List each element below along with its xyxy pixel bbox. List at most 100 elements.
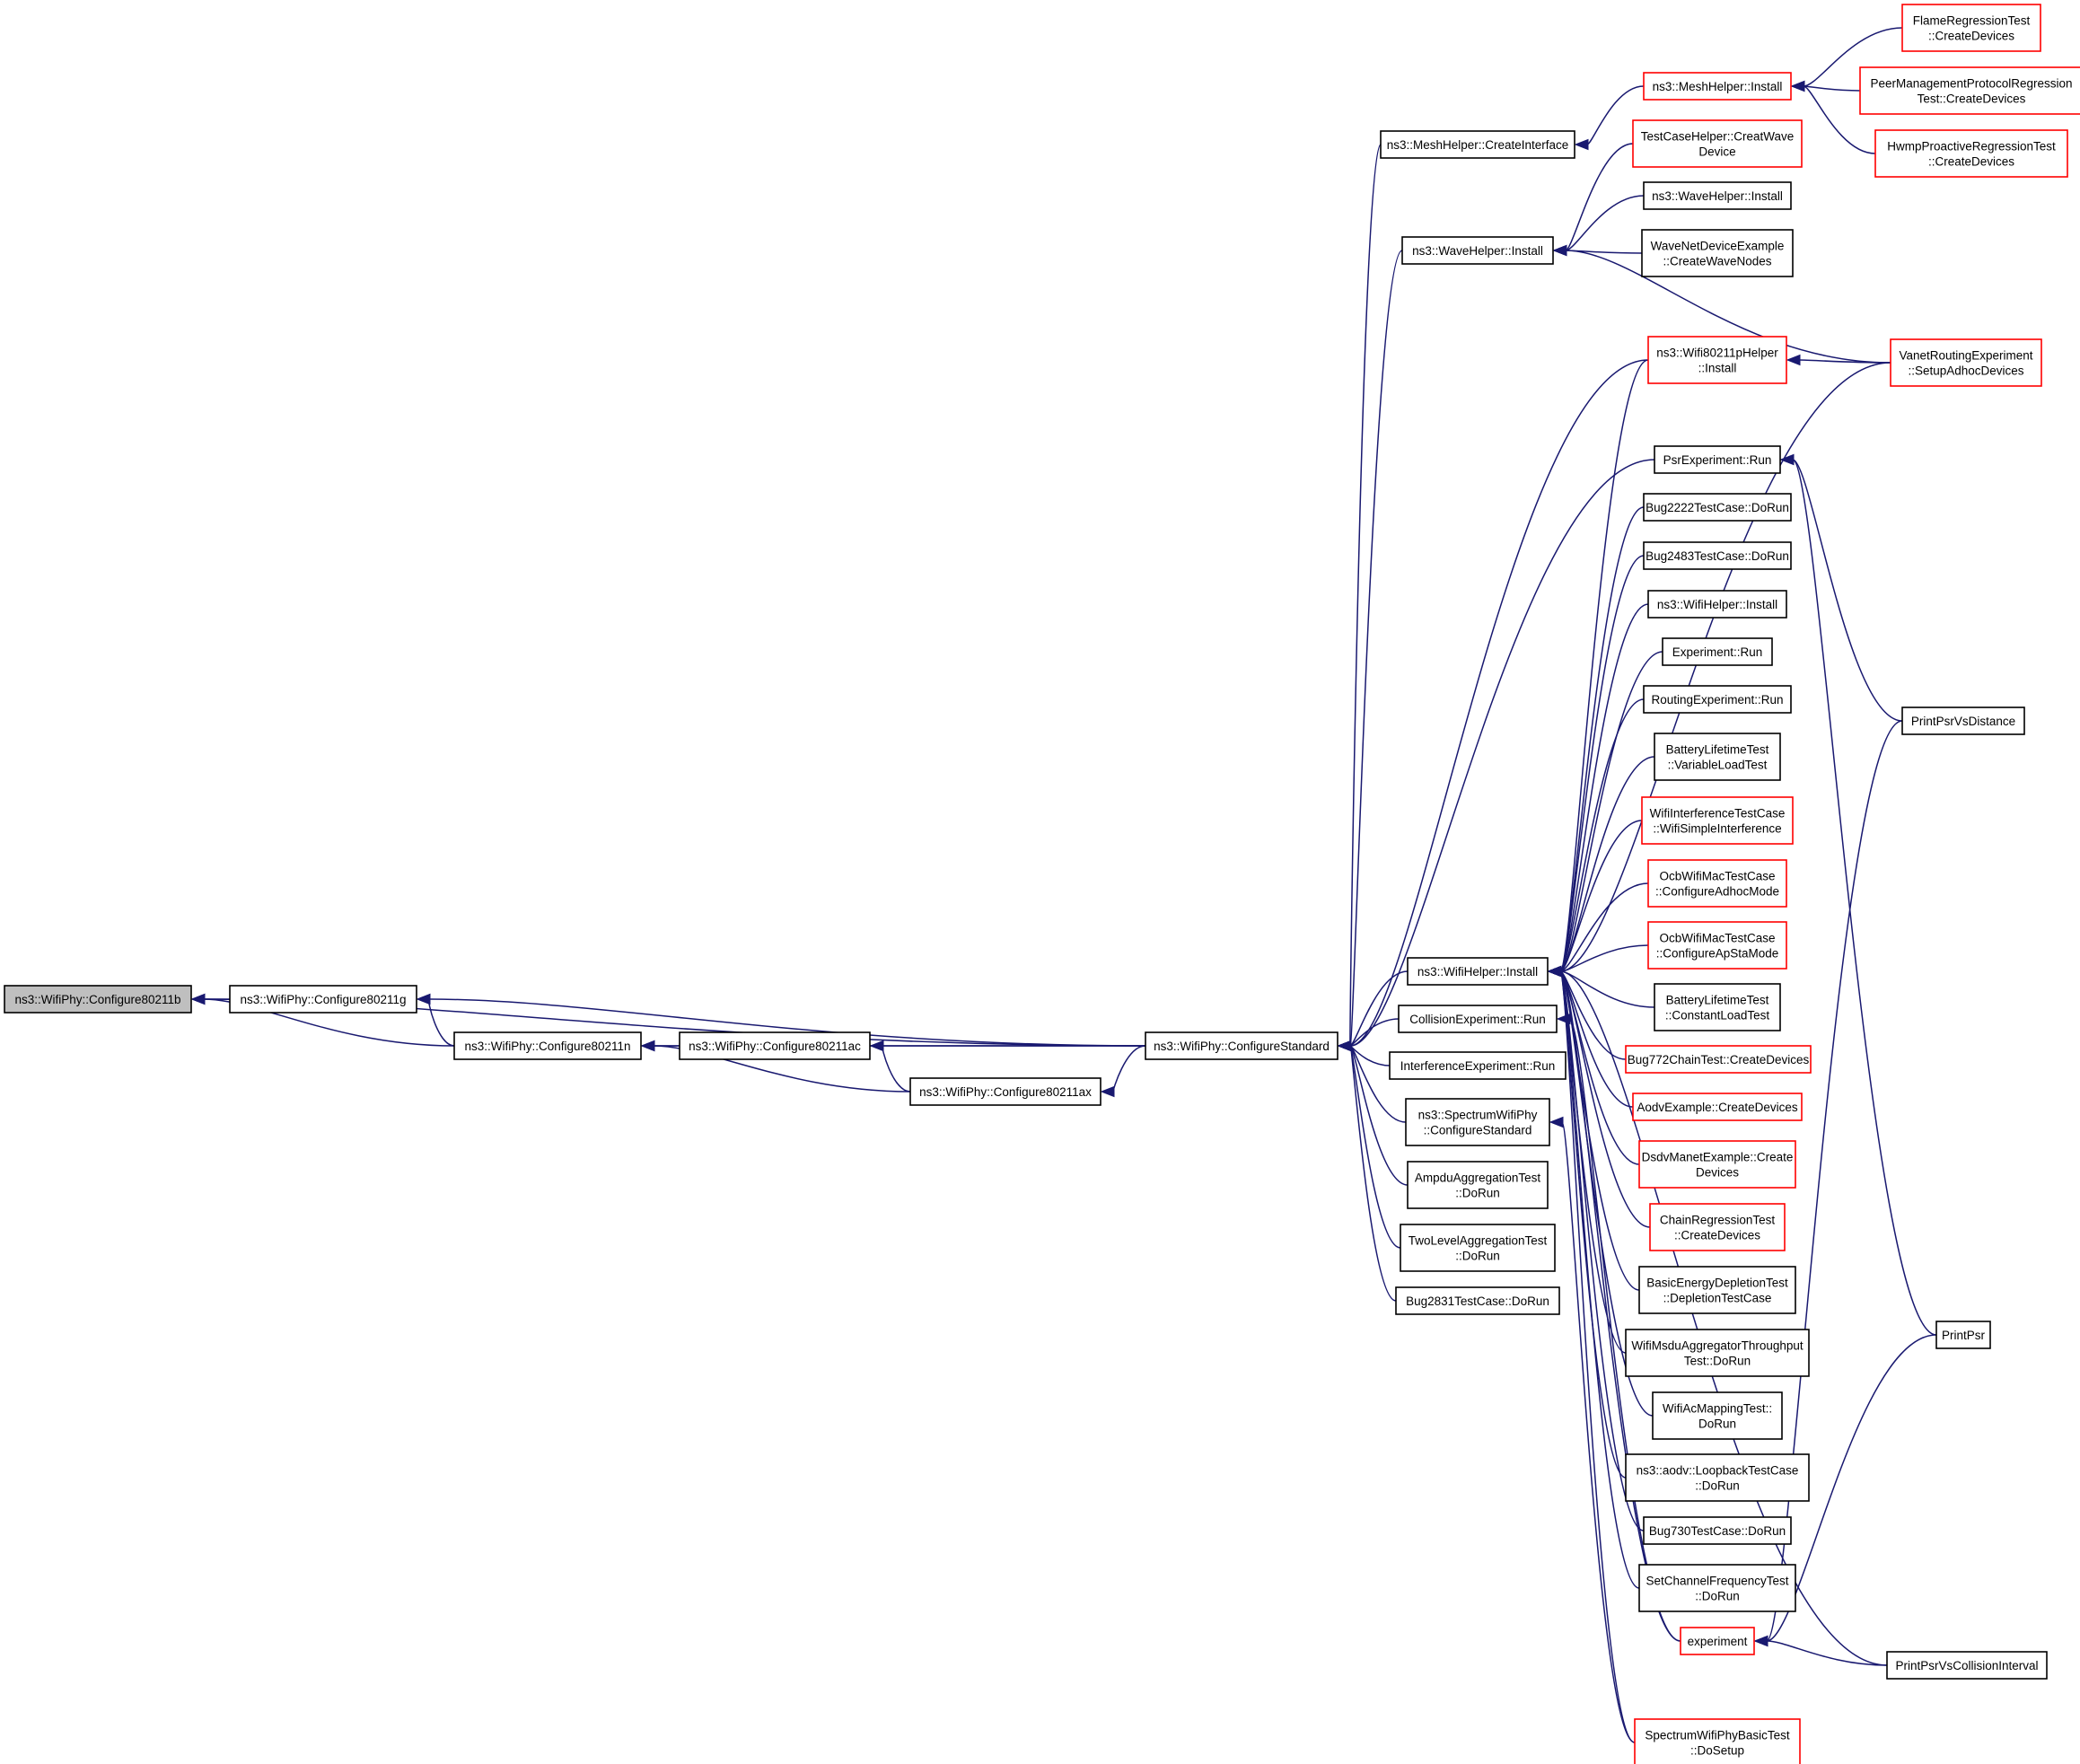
- node-cfg11ac[interactable]: ns3::WifiPhy::Configure80211ac: [679, 1031, 871, 1060]
- node-wifi-h-inst[interactable]: ns3::WifiHelper::Install: [1407, 957, 1549, 986]
- node-basic-energy[interactable]: BasicEnergyDepletionTest::DepletionTestC…: [1638, 1266, 1796, 1314]
- node-bug2483[interactable]: Bug2483TestCase::DoRun: [1643, 541, 1792, 570]
- node-box: [1643, 685, 1792, 714]
- edge-printDist-to-psrRun: [1779, 453, 1903, 722]
- node-label: ::DoRun: [1455, 1187, 1500, 1200]
- node-wave-net[interactable]: WaveNetDeviceExample::CreateWaveNodes: [1641, 229, 1794, 277]
- node-flame[interactable]: FlameRegressionTest::CreateDevices: [1901, 4, 2041, 52]
- edge-line: [1586, 85, 1645, 145]
- node-batt-const[interactable]: BatteryLifetimeTest::ConstantLoadTest: [1654, 983, 1781, 1031]
- node-vanet[interactable]: VanetRoutingExperiment::SetupAdhocDevice…: [1890, 338, 2042, 387]
- edge-line: [1559, 820, 1643, 972]
- node-exp-run[interactable]: Experiment::Run: [1662, 637, 1773, 666]
- edge-bug2831-to-cfgstd: [1337, 1040, 1397, 1302]
- node-wave-inst[interactable]: ns3::WaveHelper::Install: [1401, 236, 1554, 265]
- node-bug730[interactable]: Bug730TestCase::DoRun: [1643, 1516, 1792, 1545]
- node-coll-run[interactable]: CollisionExperiment::Run: [1398, 1005, 1558, 1033]
- node-bug772[interactable]: Bug772ChainTest::CreateDevices: [1625, 1045, 1812, 1074]
- node-mesh-inst[interactable]: ns3::MeshHelper::Install: [1643, 72, 1792, 101]
- node-label: PrintPsr: [1942, 1329, 1986, 1342]
- node-box: [1654, 445, 1781, 474]
- node-ocb-ap-sta[interactable]: OcbWifiMacTestCase::ConfigureApStaMode: [1647, 921, 1787, 970]
- node-wifi-h-inst2[interactable]: ns3::WifiHelper::Install: [1647, 590, 1787, 619]
- node-label: ::CreateDevices: [1928, 155, 2014, 169]
- node-cfg11g[interactable]: ns3::WifiPhy::Configure80211g: [229, 985, 417, 1014]
- edge-printPsr-to-psrRun: [1779, 453, 1937, 1336]
- node-label: FlameRegressionTest: [1913, 14, 2031, 28]
- node-bug2222[interactable]: Bug2222TestCase::DoRun: [1643, 493, 1792, 522]
- node-cfg11n[interactable]: ns3::WifiPhy::Configure80211n: [453, 1031, 642, 1060]
- edge-waveInst-to-cfgstd: [1337, 250, 1403, 1052]
- node-peer-mgmt[interactable]: PeerManagementProtocolRegressionTest::Cr…: [1859, 66, 2080, 115]
- node-spec-basic[interactable]: SpectrumWifiPhyBasicTest::DoSetup: [1634, 1718, 1801, 1764]
- edge-printColl-to-experiment: [1753, 1635, 1888, 1666]
- node-bug2831[interactable]: Bug2831TestCase::DoRun: [1395, 1286, 1560, 1315]
- node-box: [1643, 72, 1792, 101]
- node-label: experiment: [1688, 1635, 1748, 1648]
- edge-line: [1349, 459, 1655, 1047]
- node-box: [1647, 336, 1787, 384]
- edge-arrowhead: [1790, 80, 1805, 92]
- edge-line: [1565, 250, 1891, 364]
- node-label: HwmpProactiveRegressionTest: [1887, 140, 2056, 154]
- node-box: [1649, 1203, 1786, 1251]
- edge-bug772-to-wifiHInst: [1547, 965, 1627, 1060]
- node-cfgstd[interactable]: ns3::WifiPhy::ConfigureStandard: [1145, 1031, 1338, 1060]
- node-box: [1641, 229, 1794, 277]
- node-aodv-ex[interactable]: AodvExample::CreateDevices: [1632, 1093, 1803, 1121]
- node-interf-run[interactable]: InterferenceExperiment::Run: [1389, 1051, 1567, 1080]
- edge-specBasic-to-specCfg: [1549, 1116, 1636, 1743]
- node-dsdv[interactable]: DsdvManetExample::CreateDevices: [1638, 1140, 1796, 1189]
- node-psr-run[interactable]: PsrExperiment::Run: [1654, 445, 1781, 474]
- edge-line: [1349, 970, 1409, 1047]
- edge-layer: [190, 27, 1937, 1743]
- node-label: ns3::WifiPhy::Configure80211b: [14, 993, 180, 1006]
- edge-line: [1803, 27, 1903, 87]
- edge-arrowhead: [190, 993, 206, 1005]
- node-experiment[interactable]: experiment: [1680, 1627, 1755, 1655]
- node-rout-run[interactable]: RoutingExperiment::Run: [1643, 685, 1792, 714]
- node-ocb-adhoc[interactable]: OcbWifiMacTestCase::ConfigureAdhocMode: [1647, 859, 1787, 908]
- node-loopback[interactable]: ns3::aodv::LoopbackTestCase::DoRun: [1625, 1453, 1810, 1502]
- edge-wifiHInst-to-cfgstd: [1337, 970, 1409, 1052]
- node-label: ::VariableLoadTest: [1668, 759, 1768, 772]
- node-wave-inst2[interactable]: ns3::WaveHelper::Install: [1643, 181, 1792, 210]
- node-mesh-c-i[interactable]: ns3::MeshHelper::CreateInterface: [1380, 130, 1575, 159]
- node-label: VanetRoutingExperiment: [1899, 349, 2032, 363]
- node-wifi-interf[interactable]: WifiInterferenceTestCase::WifiSimpleInte…: [1641, 796, 1794, 845]
- node-box: [1638, 1564, 1796, 1612]
- edge-arrowhead: [1552, 244, 1567, 257]
- node-cfg11b[interactable]: ns3::WifiPhy::Configure80211b: [4, 985, 192, 1014]
- node-box: [1859, 66, 2080, 115]
- node-twolevel[interactable]: TwoLevelAggregationTest::DoRun: [1400, 1224, 1556, 1272]
- node-chain-reg[interactable]: ChainRegressionTest::CreateDevices: [1649, 1203, 1786, 1251]
- edge-line: [1349, 359, 1649, 1047]
- edge-meshCI-to-cfgstd: [1337, 144, 1382, 1052]
- edge-arrowhead: [1337, 1040, 1352, 1052]
- node-box: [909, 1077, 1101, 1106]
- node-spec-cfg[interactable]: ns3::SpectrumWifiPhy::ConfigureStandard: [1405, 1098, 1550, 1146]
- node-hwmp[interactable]: HwmpProactiveRegressionTest::CreateDevic…: [1874, 129, 2068, 178]
- edge-line: [1559, 970, 1651, 1228]
- node-print-coll[interactable]: PrintPsrVsCollisionInterval: [1886, 1651, 2048, 1680]
- node-label: WifiMsduAggregatorThroughput: [1631, 1339, 1804, 1353]
- node-cfg11ax[interactable]: ns3::WifiPhy::Configure80211ax: [909, 1077, 1101, 1106]
- node-label: ns3::WifiPhy::Configure80211ac: [689, 1040, 861, 1053]
- node-box: [1632, 1093, 1803, 1121]
- node-set-chan[interactable]: SetChannelFrequencyTest::DoRun: [1638, 1564, 1796, 1612]
- node-label: ::DoRun: [1695, 1590, 1740, 1603]
- node-ac-map[interactable]: WifiAcMappingTest::DoRun: [1652, 1391, 1783, 1440]
- node-wifi80211p[interactable]: ns3::Wifi80211pHelper::Install: [1647, 336, 1787, 384]
- node-label: Devices: [1696, 1166, 1739, 1180]
- edge-line: [1792, 459, 1903, 722]
- node-ampdu[interactable]: AmpduAggregationTest::DoRun: [1407, 1161, 1549, 1209]
- node-label: TestCaseHelper::CreatWave: [1641, 130, 1795, 144]
- node-print-dist[interactable]: PrintPsrVsDistance: [1901, 706, 2025, 735]
- node-print-psr[interactable]: PrintPsr: [1935, 1321, 1991, 1349]
- node-batt-var[interactable]: BatteryLifetimeTest::VariableLoadTest: [1654, 733, 1781, 781]
- edge-line: [1112, 1045, 1146, 1093]
- node-box: [1407, 1161, 1549, 1209]
- edge-line: [1349, 144, 1382, 1047]
